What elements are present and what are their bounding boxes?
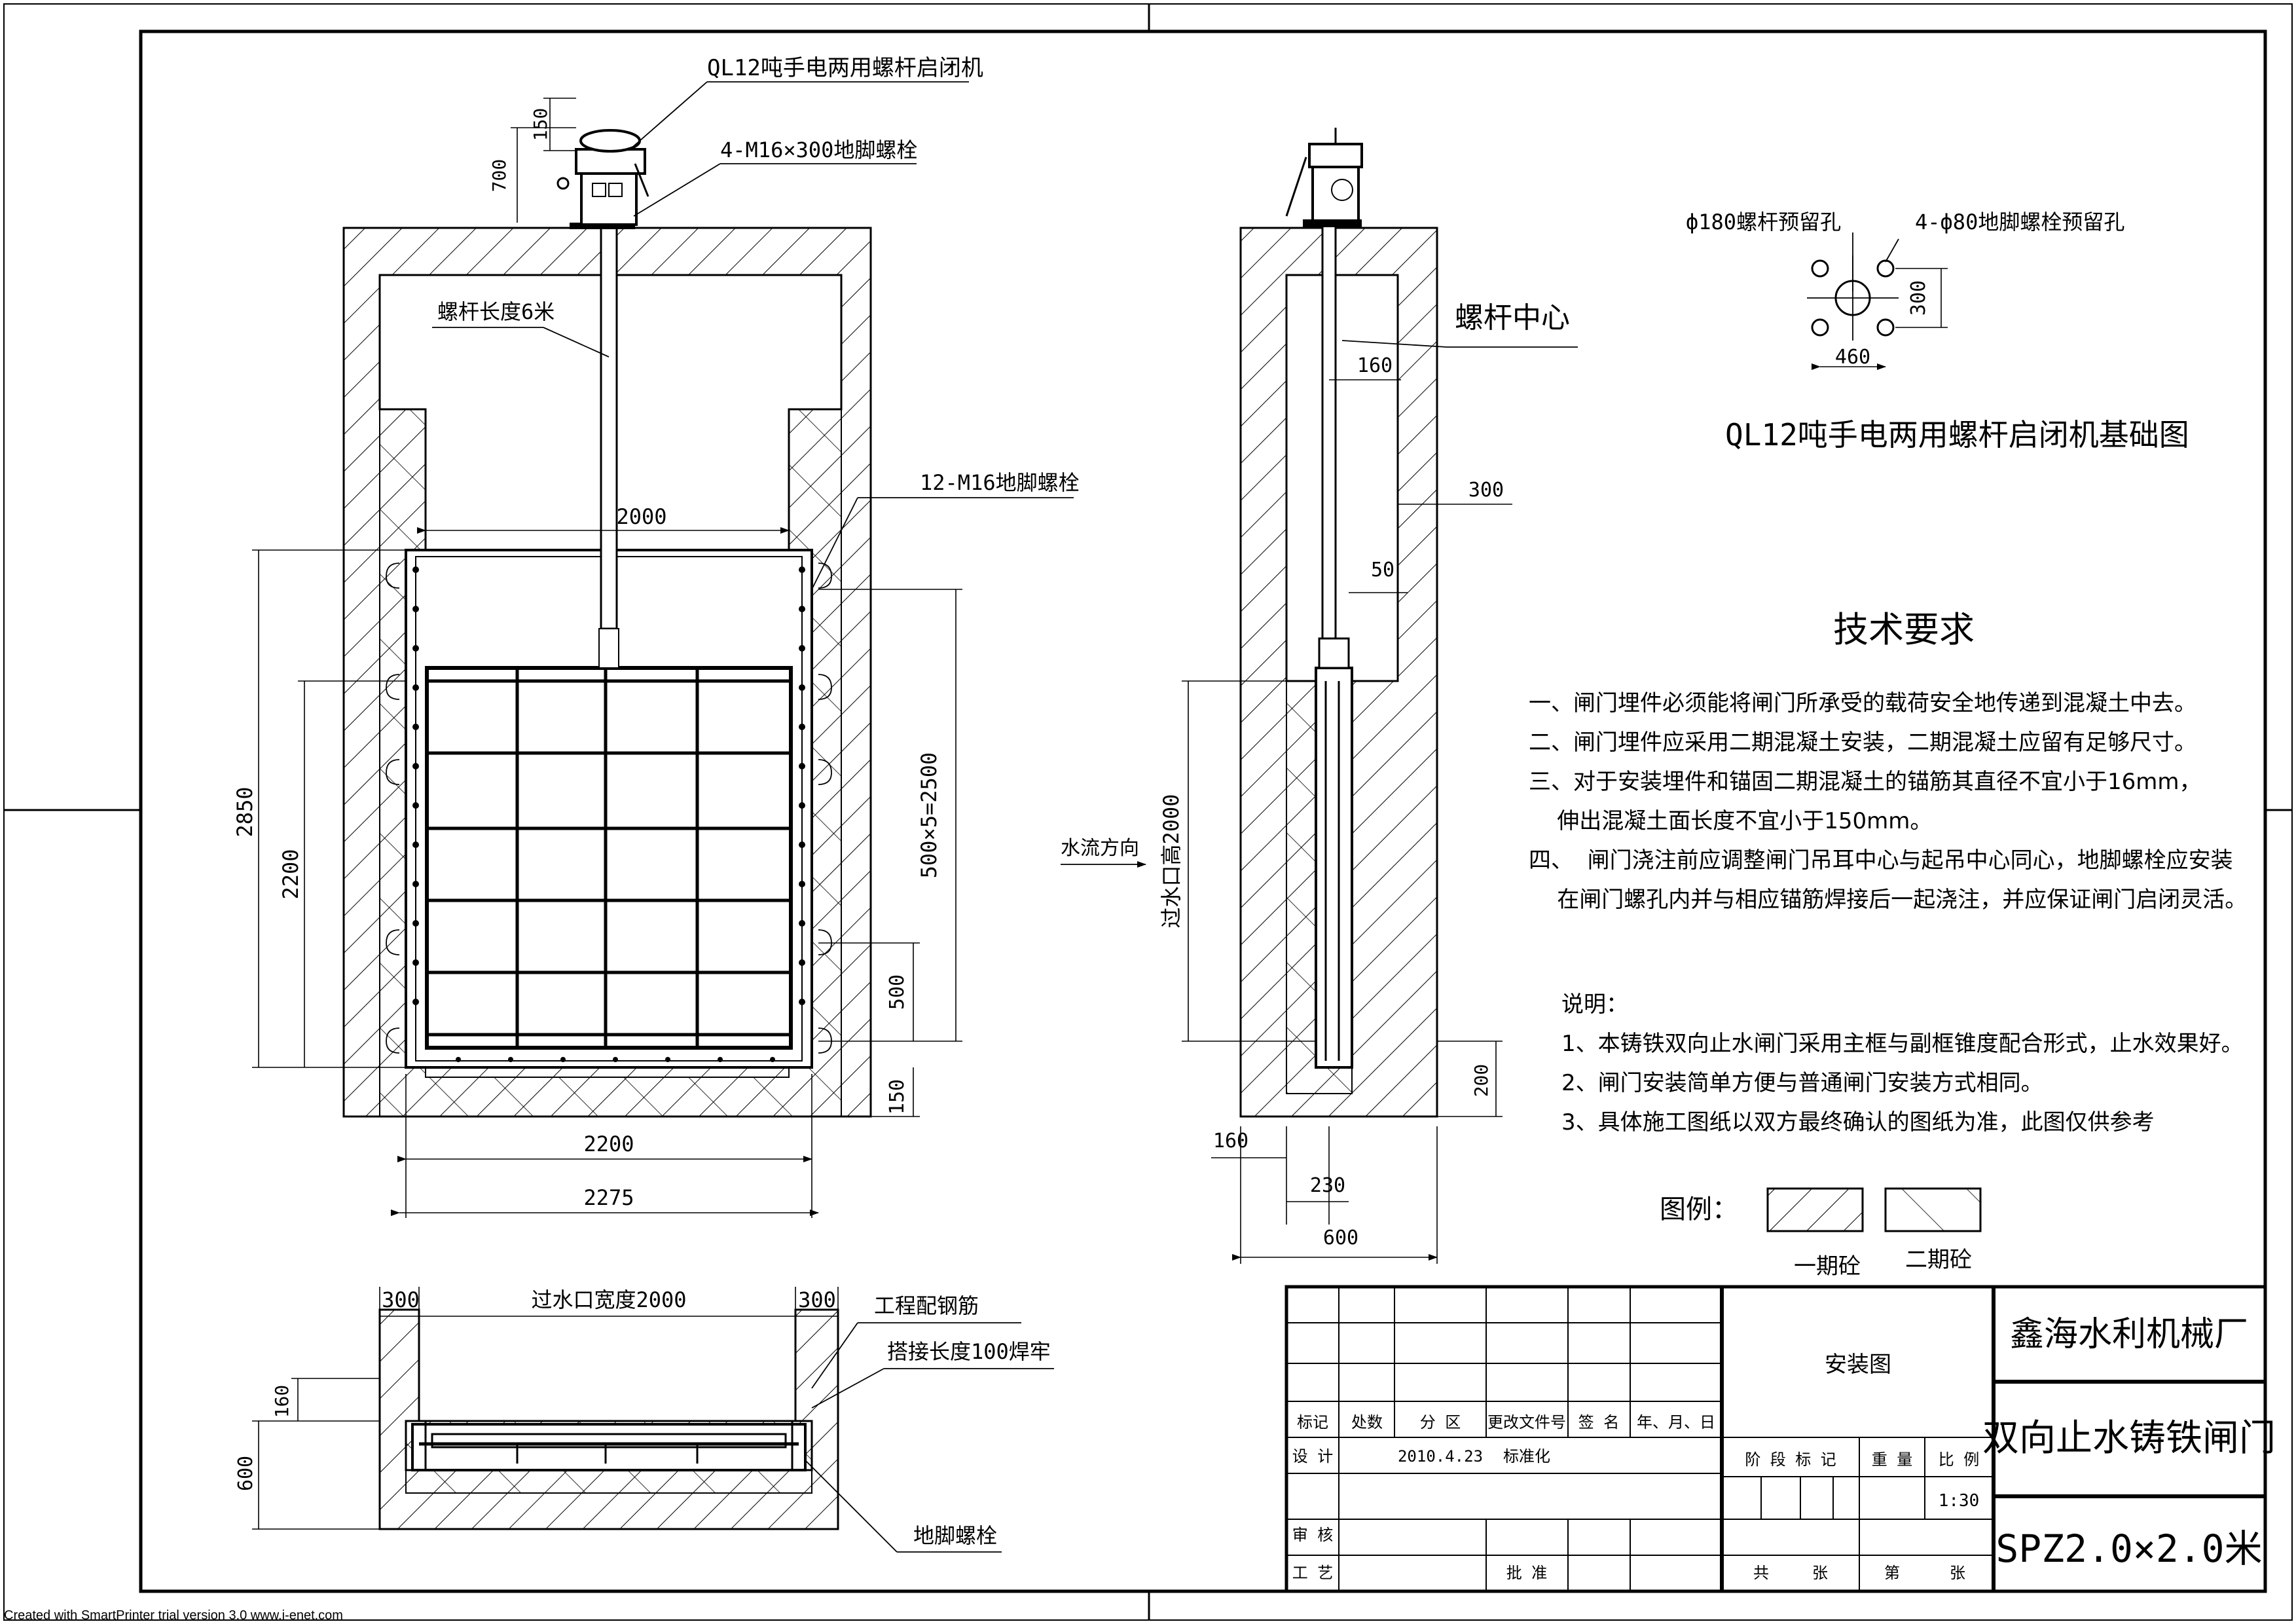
svg-text:SPZ2.0×2.0米: SPZ2.0×2.0米 xyxy=(1995,1526,2262,1571)
svg-text:伸出混凝土面长度不宜小于150mm。: 伸出混凝土面长度不宜小于150mm。 xyxy=(1529,808,1932,834)
svg-text:600: 600 xyxy=(234,1456,257,1491)
svg-text:三、对于安装埋件和锚固二期混凝土的锚筋其直径不宜小于16mm: 三、对于安装埋件和锚固二期混凝土的锚筋其直径不宜小于16mm， xyxy=(1529,769,2202,795)
svg-text:460: 460 xyxy=(1835,346,1870,369)
svg-text:300: 300 xyxy=(1468,479,1504,502)
plan-wall xyxy=(378,1308,839,1530)
side-hoist-icon xyxy=(1285,128,1363,227)
svg-text:12-M16地脚螺栓: 12-M16地脚螺栓 xyxy=(920,470,1080,495)
legend-second-stage-swatch xyxy=(1884,1187,1982,1232)
svg-text:在闸门螺孔内并与相应锚筋焊接后一起浇注，并应保证闸门启闭灵活: 在闸门螺孔内并与相应锚筋焊接后一起浇注，并应保证闸门启闭灵活。 xyxy=(1529,887,2247,913)
svg-text:2850: 2850 xyxy=(232,786,257,837)
svg-text:2、闸门安装简单方便与普通闸门安装方式相同。: 2、闸门安装简单方便与普通闸门安装方式相同。 xyxy=(1561,1070,2043,1096)
svg-text:说明：: 说明： xyxy=(1561,991,1628,1018)
svg-text:年、月、日: 年、月、日 xyxy=(1637,1413,1715,1431)
bolt-hole-icon xyxy=(1876,259,1895,278)
svg-text:2200: 2200 xyxy=(583,1132,634,1156)
svg-text:图例：: 图例： xyxy=(1660,1194,1738,1225)
svg-text:500: 500 xyxy=(886,974,909,1010)
svg-text:4-M16×300地脚螺栓: 4-M16×300地脚螺栓 xyxy=(720,138,917,162)
gate-panel xyxy=(425,666,793,1050)
svg-text:过水口高2000: 过水口高2000 xyxy=(1159,794,1184,928)
svg-text:签 名: 签 名 xyxy=(1578,1413,1619,1431)
svg-text:230: 230 xyxy=(1310,1174,1345,1197)
foundation-plan: ф180螺杆预留孔 4-ф80地脚螺栓预留孔 300 460 QL12吨手电两用… xyxy=(1686,210,2189,452)
svg-text:4-ф80地脚螺栓预留孔: 4-ф80地脚螺栓预留孔 xyxy=(1915,210,2124,234)
svg-text:过水口宽度2000: 过水口宽度2000 xyxy=(531,1287,686,1312)
svg-text:重 量: 重 量 xyxy=(1872,1450,1912,1469)
svg-text:搭接长度100焊牢: 搭接长度100焊牢 xyxy=(887,1339,1051,1364)
svg-text:双向止水铸铁闸门: 双向止水铸铁闸门 xyxy=(1982,1417,2276,1460)
svg-text:QL12吨手电两用螺杆启闭机基础图: QL12吨手电两用螺杆启闭机基础图 xyxy=(1725,417,2189,452)
svg-text:700: 700 xyxy=(488,159,510,193)
svg-text:批 准: 批 准 xyxy=(1506,1564,1547,1582)
svg-text:四、 闸门浇注前应调整闸门吊耳中心与起吊中心同心，地脚螺栓: 四、 闸门浇注前应调整闸门吊耳中心与起吊中心同心，地脚螺栓应安装 xyxy=(1529,847,2233,874)
svg-text:QL12吨手电两用螺杆启闭机: QL12吨手电两用螺杆启闭机 xyxy=(707,55,983,81)
svg-text:工程配钢筋: 工程配钢筋 xyxy=(874,1293,979,1318)
svg-text:工 艺: 工 艺 xyxy=(1292,1564,1333,1582)
svg-text:160: 160 xyxy=(1213,1130,1248,1153)
svg-text:50: 50 xyxy=(1371,559,1394,581)
svg-text:处数: 处数 xyxy=(1351,1413,1383,1431)
svg-text:一期砼: 一期砼 xyxy=(1794,1253,1861,1280)
svg-text:200: 200 xyxy=(1470,1064,1492,1098)
svg-text:600: 600 xyxy=(1323,1227,1358,1249)
svg-text:标记: 标记 xyxy=(1297,1413,1328,1431)
svg-text:150: 150 xyxy=(886,1079,909,1115)
svg-text:300: 300 xyxy=(798,1287,836,1312)
svg-text:160: 160 xyxy=(271,1385,293,1418)
svg-text:2275: 2275 xyxy=(583,1185,634,1210)
svg-text:二、闸门埋件应采用二期混凝土安装，二期混凝土应留有足够尺寸。: 二、闸门埋件应采用二期混凝土安装，二期混凝土应留有足够尺寸。 xyxy=(1529,729,2196,756)
svg-text:张: 张 xyxy=(1950,1564,1965,1582)
svg-text:更改文件号: 更改文件号 xyxy=(1487,1413,1566,1431)
svg-text:阶 段 标 记: 阶 段 标 记 xyxy=(1745,1450,1836,1469)
svg-text:300: 300 xyxy=(382,1287,420,1312)
svg-text:技术要求: 技术要求 xyxy=(1833,609,1975,650)
svg-text:一、闸门埋件必须能将闸门所承受的载荷安全地传递到混凝土中去。: 一、闸门埋件必须能将闸门所承受的载荷安全地传递到混凝土中去。 xyxy=(1529,690,2196,716)
svg-text:300: 300 xyxy=(1907,280,1930,316)
svg-text:第: 第 xyxy=(1884,1564,1900,1582)
svg-text:2010.4.23: 2010.4.23 xyxy=(1398,1447,1483,1466)
front-view: QL12吨手电两用螺杆启闭机 4-M16×300地脚螺栓 螺杆长度6米 12-M… xyxy=(232,55,1080,1218)
svg-text:500×5=2500: 500×5=2500 xyxy=(917,752,941,879)
legend-first-stage-swatch xyxy=(1766,1187,1864,1232)
svg-text:ф180螺杆预留孔: ф180螺杆预留孔 xyxy=(1686,210,1841,234)
svg-text:安装图: 安装图 xyxy=(1825,1352,1891,1378)
svg-text:比 例: 比 例 xyxy=(1939,1450,1979,1469)
bolt-hole-icon xyxy=(1811,318,1829,337)
technical-requirements: 技术要求 一、闸门埋件必须能将闸门所承受的载荷安全地传递到混凝土中去。 二、闸门… xyxy=(1529,609,2247,913)
watermark-footer: Created with SmartPrinter trial version … xyxy=(4,1608,343,1623)
svg-text:地脚螺栓: 地脚螺栓 xyxy=(913,1523,997,1548)
side-screw xyxy=(1321,225,1337,640)
svg-text:螺杆中心: 螺杆中心 xyxy=(1455,301,1570,335)
svg-text:鑫海水利机械厂: 鑫海水利机械厂 xyxy=(2010,1315,2248,1354)
svg-text:2000: 2000 xyxy=(616,504,666,529)
title-block: 标记 处数 分 区 更改文件号 签 名 年、月、日 设 计 2010.4.23 … xyxy=(1285,1285,2276,1593)
svg-text:1:30: 1:30 xyxy=(1939,1491,1980,1511)
plan-view: 300 过水口宽度2000 300 600 160 工程配钢筋 搭接长度100焊… xyxy=(234,1287,1054,1553)
svg-text:审 核: 审 核 xyxy=(1292,1526,1333,1544)
inner-border xyxy=(139,29,2267,1593)
svg-text:1、本铸铁双向止水闸门采用主框与副框锥度配合形式，止水效果好: 1、本铸铁双向止水闸门采用主框与副框锥度配合形式，止水效果好。 xyxy=(1561,1031,2244,1057)
svg-text:2200: 2200 xyxy=(278,849,303,899)
svg-text:水流方向: 水流方向 xyxy=(1061,837,1139,860)
svg-text:3、具体施工图纸以双方最终确认的图纸为准，此图仅供参考: 3、具体施工图纸以双方最终确认的图纸为准，此图仅供参考 xyxy=(1561,1109,2155,1135)
bolt-hole-icon xyxy=(1876,318,1895,337)
svg-text:设 计: 设 计 xyxy=(1292,1447,1333,1466)
screw-rod xyxy=(600,225,618,630)
svg-text:分 区: 分 区 xyxy=(1420,1413,1461,1431)
side-view: 螺杆中心 160 300 50 水流方向 过水口高2000 200 160 23… xyxy=(1061,128,1578,1264)
side-gate xyxy=(1315,667,1353,1069)
svg-text:共: 共 xyxy=(1753,1564,1769,1582)
svg-text:160: 160 xyxy=(1357,354,1393,377)
svg-text:二期砼: 二期砼 xyxy=(1905,1247,1972,1273)
svg-text:标准化: 标准化 xyxy=(1503,1447,1550,1466)
notes: 说明： 1、本铸铁双向止水闸门采用主框与副框锥度配合形式，止水效果好。 2、闸门… xyxy=(1561,991,2244,1135)
svg-text:150: 150 xyxy=(530,108,551,141)
svg-text:张: 张 xyxy=(1812,1564,1828,1582)
bolt-hole-icon xyxy=(1811,259,1829,278)
svg-text:螺杆长度6米: 螺杆长度6米 xyxy=(437,299,555,324)
legend: 图例： 一期砼 二期砼 xyxy=(1660,1187,1982,1280)
